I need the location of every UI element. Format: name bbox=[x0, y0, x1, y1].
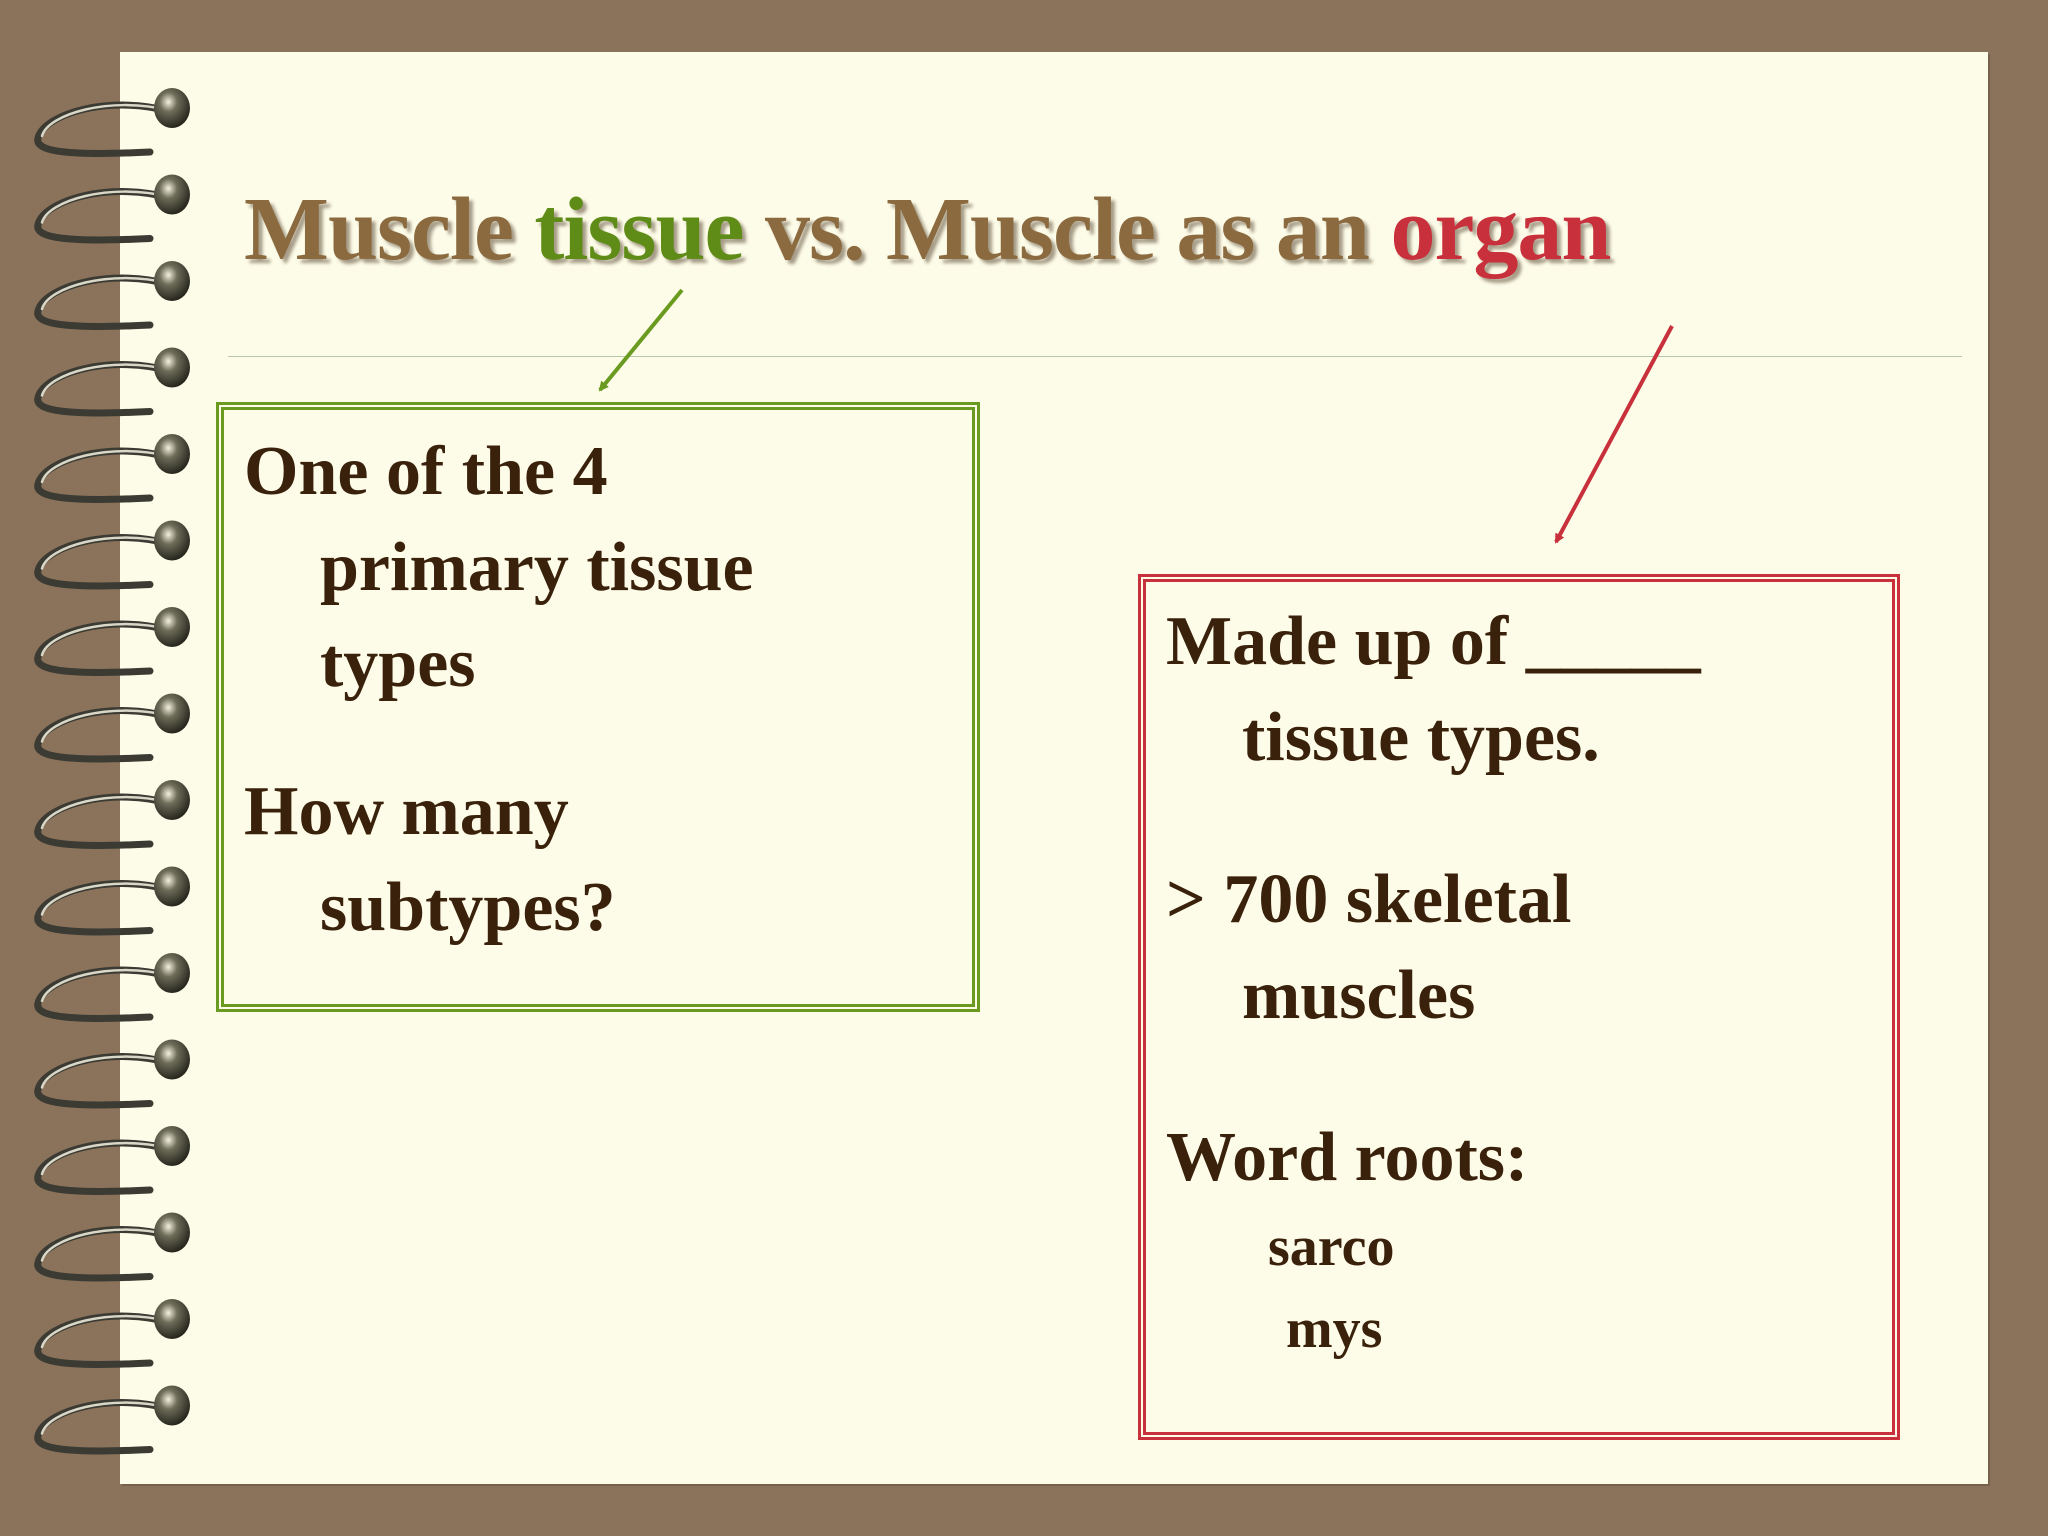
tissue-box bbox=[216, 402, 980, 1012]
title-word-organ: organ bbox=[1390, 180, 1611, 279]
organ-box bbox=[1138, 574, 1900, 1440]
binding-wire bbox=[34, 1053, 176, 1109]
binding-hole bbox=[154, 866, 190, 907]
binding-wire-highlight bbox=[40, 968, 170, 1003]
title-divider bbox=[228, 356, 1962, 357]
binding-hole bbox=[154, 1039, 190, 1080]
binding-wire bbox=[34, 101, 176, 157]
organ-box-text: Made up of _____tissue types. > 700 skel… bbox=[1166, 594, 1701, 1370]
binding-wire bbox=[34, 793, 176, 849]
tissue-point-line: How many bbox=[244, 773, 569, 850]
binding-wire bbox=[34, 274, 176, 330]
binding-wire-highlight bbox=[40, 103, 170, 138]
binding-hole bbox=[154, 347, 190, 388]
binding-wire-highlight bbox=[40, 1401, 170, 1435]
binding-wire-highlight bbox=[40, 882, 170, 916]
binding-wire bbox=[34, 966, 176, 1022]
binding-wire-highlight bbox=[40, 276, 170, 311]
organ-point-line: muscles bbox=[1242, 957, 1476, 1034]
binding-wire bbox=[34, 620, 176, 676]
binding-hole bbox=[154, 1299, 190, 1339]
organ-point-skeletal-muscles: > 700 skeletal muscles bbox=[1166, 852, 1701, 1044]
binding-wire-highlight bbox=[40, 1141, 170, 1176]
organ-point-line: > 700 skeletal bbox=[1166, 861, 1572, 938]
binding-wire bbox=[34, 707, 176, 763]
binding-wire-highlight bbox=[40, 709, 170, 743]
binding-hole bbox=[154, 1385, 190, 1426]
title-word-tissue: tissue bbox=[534, 180, 744, 279]
word-root-mys: mys bbox=[1286, 1298, 1383, 1360]
tissue-point-line: primary tissue bbox=[320, 529, 754, 606]
binding-wire-highlight bbox=[40, 795, 170, 830]
binding-wire-highlight bbox=[40, 190, 170, 224]
binding-hole bbox=[154, 693, 190, 734]
binding-wire-highlight bbox=[40, 449, 170, 484]
binding-hole bbox=[154, 434, 190, 474]
title-part-muscle: Muscle bbox=[244, 180, 535, 279]
binding-hole bbox=[154, 520, 190, 561]
organ-point-line: tissue types. bbox=[1242, 699, 1600, 776]
binding-hole bbox=[154, 607, 190, 647]
binding-wire bbox=[34, 447, 176, 503]
binding-wire-highlight bbox=[40, 1055, 170, 1089]
binding-hole bbox=[154, 174, 190, 215]
organ-point-line: Word roots: bbox=[1166, 1119, 1529, 1196]
binding-wire-highlight bbox=[40, 1228, 170, 1262]
binding-hole bbox=[154, 1126, 190, 1166]
binding-hole bbox=[154, 1212, 190, 1253]
binding-wire bbox=[34, 1312, 176, 1368]
tissue-box-text: One of the 4 primary tissue types How many… bbox=[244, 424, 754, 956]
binding-wire bbox=[34, 1226, 176, 1282]
organ-point-tissue-types: Made up of _____tissue types. bbox=[1166, 594, 1701, 786]
binding-wire bbox=[34, 880, 176, 936]
binding-wire bbox=[34, 1139, 176, 1195]
binding-wire bbox=[34, 361, 176, 417]
binding-hole bbox=[154, 261, 190, 301]
tissue-point-primary-types: One of the 4 primary tissue types bbox=[244, 424, 754, 712]
binding-hole bbox=[154, 953, 190, 993]
binding-hole bbox=[154, 88, 190, 128]
tissue-point-line: types bbox=[320, 625, 476, 702]
tissue-point-subtypes: How many subtypes? bbox=[244, 764, 754, 956]
notebook-page bbox=[120, 52, 1988, 1484]
binding-wire bbox=[34, 188, 176, 244]
organ-point-word-roots: Word roots: bbox=[1166, 1110, 1701, 1206]
title-part-vs-muscle-as-an: vs. Muscle as an bbox=[743, 180, 1391, 279]
tissue-point-line: subtypes? bbox=[320, 869, 616, 946]
spiral-binding-icon bbox=[34, 88, 190, 1455]
binding-wire bbox=[34, 1399, 176, 1455]
binding-wire bbox=[34, 534, 176, 590]
binding-hole bbox=[154, 780, 190, 820]
slide-title: Muscle tissue vs. Muscle as an organ bbox=[244, 180, 1611, 279]
binding-wire-highlight bbox=[40, 363, 170, 397]
organ-point-line: Made up of _____ bbox=[1166, 603, 1701, 680]
binding-wire-highlight bbox=[40, 622, 170, 657]
binding-wire-highlight bbox=[40, 536, 170, 570]
tissue-point-line: One of the 4 bbox=[244, 433, 608, 510]
binding-wire-highlight bbox=[40, 1314, 170, 1349]
word-root-sarco: sarco bbox=[1268, 1216, 1395, 1278]
